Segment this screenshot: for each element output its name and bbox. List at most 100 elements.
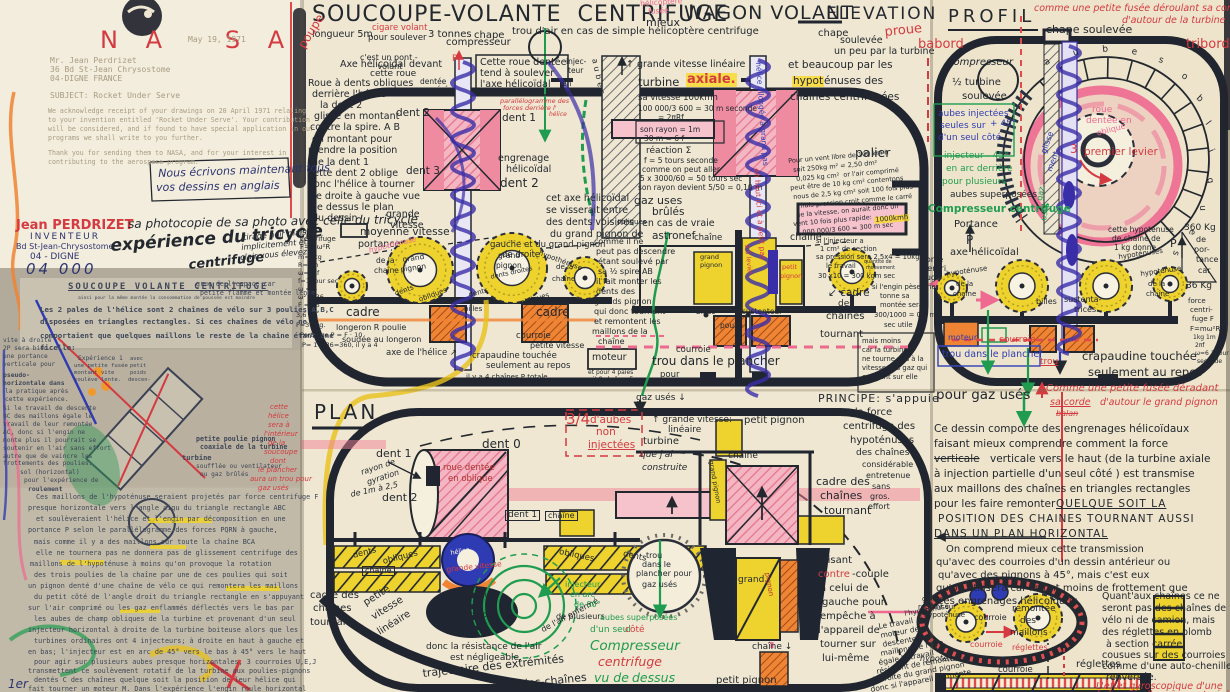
elevation-annotation: grande (386, 209, 420, 220)
photocopy-annotation: coaxiale de la turbine (200, 443, 288, 451)
injector-arc (996, 89, 1033, 224)
profil-annotation: tance (1196, 255, 1219, 264)
profil-annotation: trou (1040, 357, 1059, 367)
elevation-annotation: prendre la position (308, 145, 398, 156)
profil-annotation: e (1186, 228, 1197, 236)
elevation-annotation: pignon (399, 261, 427, 274)
profil-annotation: hypoténuse (1139, 264, 1182, 278)
photocopy-annotation: l'intérieur (264, 430, 298, 438)
elevation-annotation: gaz uses (634, 194, 683, 207)
inventor-annotation: 04 - DIGNE (30, 252, 80, 262)
notes-annotation: seront pas des chaînes de (1102, 603, 1227, 614)
inventor-annotation: 04 000 (26, 260, 97, 278)
elevation-annotation: mais moins (862, 337, 901, 345)
plan-annotation: sur la force (836, 407, 893, 418)
bearing-bracket (892, 180, 926, 256)
profil-annotation: 360 Kg (1184, 223, 1216, 233)
elevation-annotation: de droite (502, 250, 541, 260)
elevation-annotation: énuses des (824, 75, 884, 87)
photocopy-annotation: Si le travail de descente (3, 405, 97, 412)
photocopy-annotation: transmettent ce soulèvement rotatif de l… (28, 667, 311, 675)
profil-annotation: babord (918, 37, 964, 52)
plan-annotation: en arc (570, 590, 595, 599)
profil-annotation: s (1157, 55, 1165, 67)
saucer-outline-plan (326, 408, 932, 692)
elevation-annotation: billes (464, 305, 483, 313)
plan-annotation: petit pignon (716, 675, 777, 686)
elevation-annotation: des (838, 299, 854, 309)
inventor-annotation: centrifuge (187, 250, 265, 273)
notes-art (916, 381, 1185, 692)
plan-annotation: à celui de (820, 583, 869, 594)
plan-annotation: moteur de (879, 624, 920, 640)
photocopy-annotation: vite à droite (3, 337, 52, 344)
profil-annotation: s (1169, 249, 1181, 257)
notes-annotation: d'autour le grand pignon (1100, 397, 1218, 408)
elevation-annotation: agissent sur elle (862, 373, 918, 381)
plan-annotation: obliques (381, 548, 419, 567)
elevation-annotation: cadre (346, 305, 380, 319)
elevation-annotation: hélice (549, 111, 567, 118)
plan-annotation: construite (642, 463, 688, 473)
plan-annotation: descente des (881, 631, 933, 649)
plan-annotation: linéaire (668, 425, 702, 435)
elevation-annotation: Pour un vent libre de 100 km h (787, 148, 889, 165)
profil-annotation: oblique (1095, 121, 1127, 138)
profil-annotation: d'autour de la turbine (1122, 15, 1226, 26)
elevation-annotation: parallélogramme des (500, 97, 570, 105)
elevation-annotation: l'axe hélicoïdal (480, 79, 551, 90)
plan-annotation: des pales-chaînes (487, 670, 588, 692)
photocopy-title: SOUCOUPE VOLANTE CENTRIFUGE (68, 282, 269, 292)
notes-annotation: courroie (970, 640, 1003, 649)
elevation-annotation: palier (855, 145, 891, 160)
elevation-annotation: longueur 5m (312, 29, 373, 40)
elevation-annotation: arc (560, 89, 572, 98)
profil-annotation: comme une petite fusée déroulant sa cord… (1034, 3, 1230, 14)
profil-annotation: Comme une petite fusée déradant (1046, 383, 1219, 394)
profil-title: PROFIL (948, 6, 1036, 27)
letter-annotation: Mr. Jean Perdrizet (50, 56, 137, 65)
saucer-outline-profil (934, 36, 1228, 386)
elevation-annotation: grand (401, 251, 425, 264)
elevation-annotation: axiale. (686, 72, 737, 87)
plan-annotation: cadre des (816, 475, 870, 488)
elevation-annotation: moteur (592, 352, 627, 363)
profil-annotation: seulement au repos (1088, 365, 1203, 379)
photocopy-annotation: monte plus il pourrait se (3, 437, 97, 444)
elevation-annotation: hypot (792, 75, 825, 88)
elevation-annotation: étant soulevé par (598, 257, 669, 266)
elevation-annotation: pignon (780, 272, 803, 280)
photocopy-annotation: Les 2 pales de l'hélice sont 2 chaînes d… (40, 305, 334, 314)
elevation-annotation: tournant (820, 329, 864, 340)
elevation-annotation: 1000kmh (874, 213, 910, 225)
profil-annotation: l (1202, 119, 1213, 128)
notes-annotation: qu'on utilisera car ils ont moins de fro… (936, 583, 1188, 594)
elevation-annotation: grand (498, 251, 520, 260)
elevation-annotation: chaînes centrifugées (790, 91, 900, 103)
plan-annotation: gyration (365, 467, 401, 487)
elevation-annotation: forces derrière l' (503, 104, 557, 112)
elevation-annotation: hélice allongée à grand pas (754, 61, 771, 167)
plan-annotation: sans (872, 482, 891, 491)
profil-annotation: aubes superposées (950, 190, 1038, 200)
elevation-annotation: soit 250kg m² = 2,50 dm² (792, 158, 878, 174)
elevation-annotation: donc l'hélice à tourner (308, 179, 415, 190)
plan-annotation: dessus (632, 670, 676, 685)
elevation-annotation: du dessin (312, 213, 358, 224)
profil-annotation: sustenta- (1064, 295, 1102, 304)
photocopy-annotation: petit (130, 363, 147, 369)
profil-annotation: roue (1092, 105, 1113, 115)
plan-annotation: de 90° (574, 600, 601, 609)
elevation-annotation: en haut ici et à petit pas (752, 167, 768, 261)
profil-annotation: aubes injectées (938, 109, 1009, 119)
small-pinion (759, 651, 789, 687)
photocopy-annotation: mais comme il y a des maillons sur toute… (34, 538, 255, 546)
profil-annotation: por- (1194, 245, 1210, 254)
elevation-annotation: hypothénuse (367, 234, 418, 255)
elevation-annotation: quantité de (864, 260, 892, 265)
profil-annotation: e (1131, 47, 1138, 58)
plan-annotation: d'un seul (590, 625, 631, 635)
inventor-annotation: clair vous élevez (239, 247, 308, 262)
notes-annotation: courroie (998, 665, 1033, 675)
profil-annotation: gaz (1035, 185, 1047, 202)
